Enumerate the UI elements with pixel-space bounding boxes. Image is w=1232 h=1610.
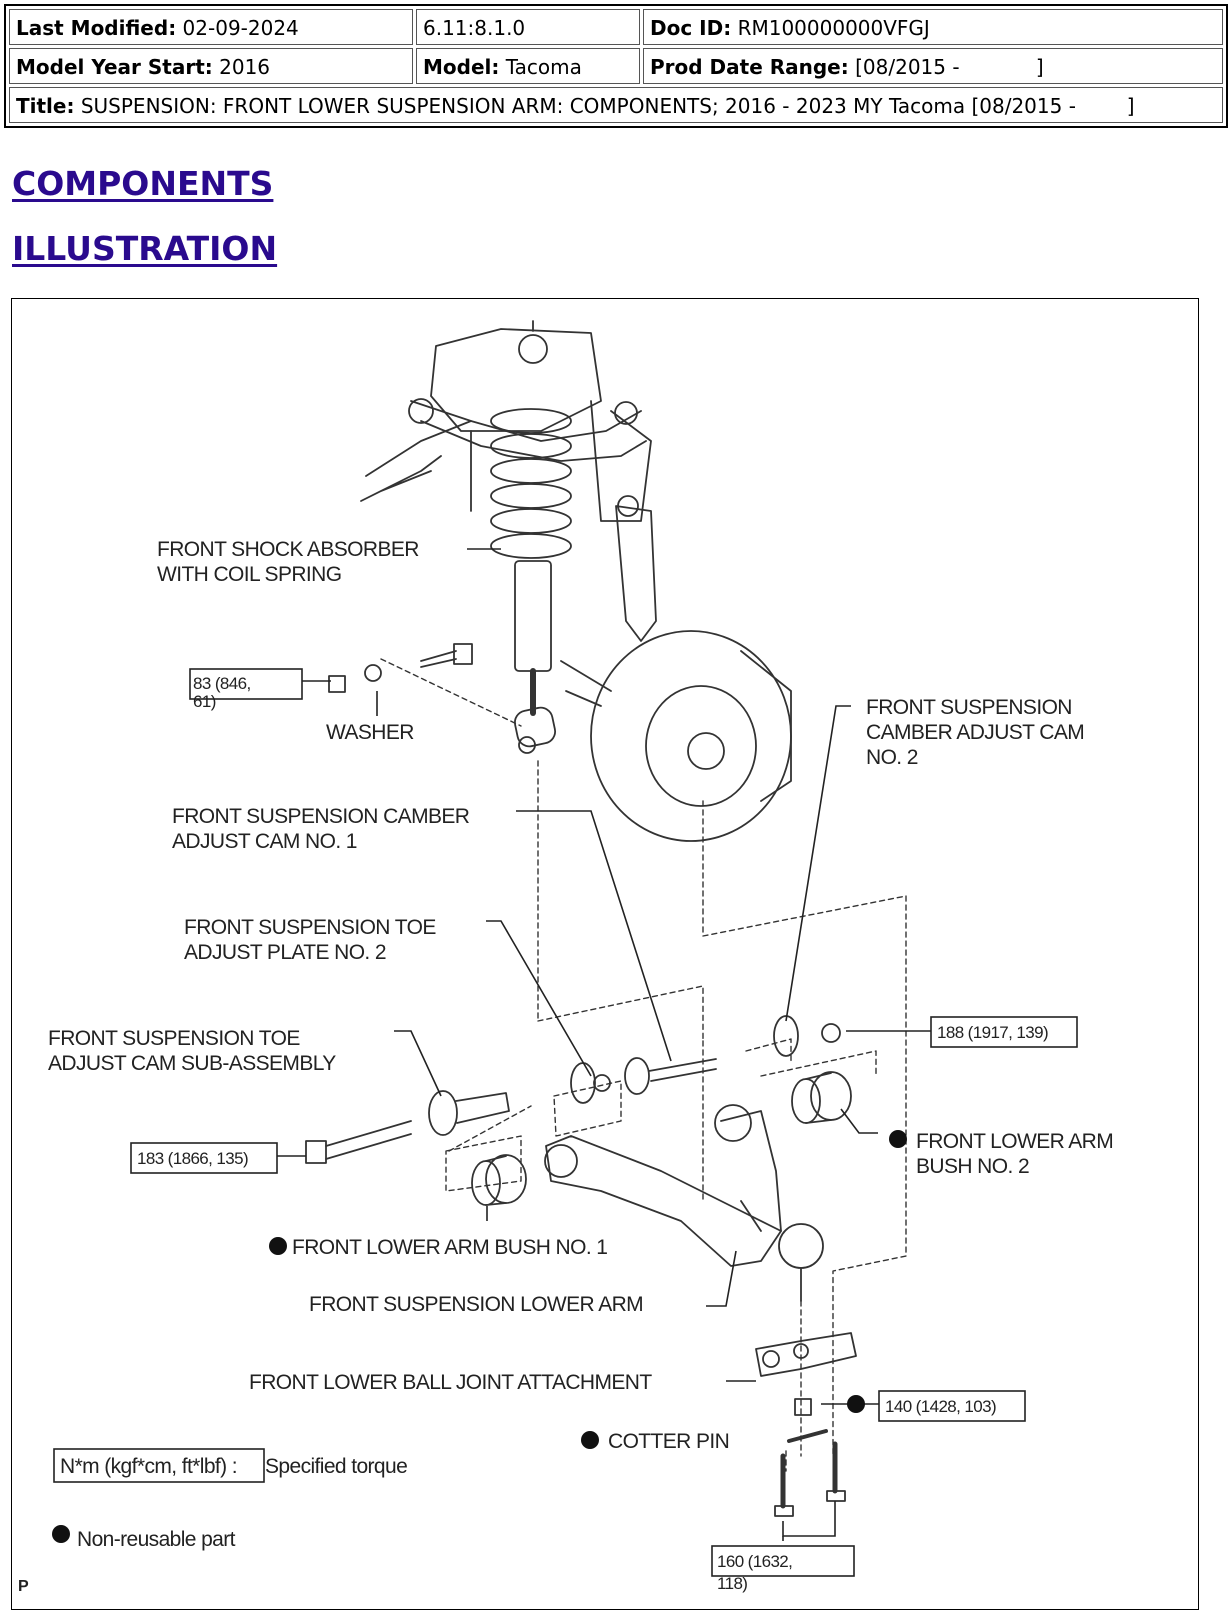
version-cell: 6.11:8.1.0 — [416, 9, 640, 45]
label-cotter-pin: COTTER PIN — [608, 1430, 729, 1453]
label-camber-cam2-line2: CAMBER ADJUST CAM — [866, 721, 1084, 744]
label-washer: WASHER — [326, 721, 414, 744]
label-toe-plate-line2: ADJUST PLATE NO. 2 — [184, 941, 386, 964]
label-bush2-line1: FRONT LOWER ARM — [916, 1130, 1113, 1153]
model-cell: Model: Tacoma — [416, 48, 640, 84]
bullet-bush1 — [269, 1237, 287, 1255]
legend-torque-text: Specified torque — [265, 1455, 407, 1478]
lower-arm — [544, 1104, 824, 1302]
torque-183: 183 (1866, 135) — [137, 1149, 248, 1168]
torque-83-line1: 83 (846, — [193, 674, 251, 693]
label-shock-line1: FRONT SHOCK ABSORBER — [157, 538, 419, 561]
label-toe-plate-line1: FRONT SUSPENSION TOE — [184, 916, 436, 939]
doc-id-label: Doc ID: — [650, 16, 732, 40]
label-bush2-line2: BUSH NO. 2 — [916, 1155, 1029, 1178]
illustration-frame: FRONT SHOCK ABSORBER WITH COIL SPRING WA… — [11, 298, 1199, 1610]
alignment-guides — [380, 658, 907, 1472]
legend-nonreusable-text: Non-reusable part — [77, 1528, 236, 1551]
model-value: Tacoma — [505, 55, 582, 79]
cam-no2 — [773, 1015, 841, 1057]
torque-83-line2: 61) — [193, 692, 216, 711]
torque-160-line2: 118) — [717, 1574, 747, 1593]
label-lower-arm: FRONT SUSPENSION LOWER ARM — [309, 1293, 643, 1316]
model-year-start-label: Model Year Start: — [16, 55, 213, 79]
model-year-start-value: 2016 — [219, 55, 271, 79]
legend: N*m (kgf*cm, ft*lbf) : Specified torque … — [18, 1448, 408, 1595]
bullet-cotter — [581, 1431, 599, 1449]
long-bolt — [305, 1120, 412, 1164]
prod-date-range-label: Prod Date Range: — [650, 55, 849, 79]
leader-lines — [276, 548, 931, 1541]
title-label: Title: — [16, 94, 75, 118]
label-shock-line2: WITH COIL SPRING — [157, 563, 341, 586]
legend-torque-units: N*m (kgf*cm, ft*lbf) : — [60, 1455, 237, 1478]
doc-id-cell: Doc ID: RM100000000VFGJ — [643, 9, 1223, 45]
label-toe-cam-line1: FRONT SUSPENSION TOE — [48, 1027, 300, 1050]
label-ball-joint: FRONT LOWER BALL JOINT ATTACHMENT — [249, 1371, 652, 1394]
version-value: 6.11:8.1.0 — [423, 16, 526, 40]
model-label: Model: — [423, 55, 500, 79]
label-camber-cam1-line2: ADJUST CAM NO. 1 — [172, 830, 357, 853]
bullet-nut140 — [847, 1395, 865, 1413]
bush-no2 — [791, 1071, 852, 1124]
bullet-bush2 — [889, 1130, 907, 1148]
prod-date-range-value: [08/2015 - ] — [855, 55, 1044, 79]
legend-torque-box — [53, 1448, 265, 1483]
label-camber-cam2-line1: FRONT SUSPENSION — [866, 696, 1072, 719]
callout-labels: FRONT SHOCK ABSORBER WITH COIL SPRING WA… — [48, 538, 1114, 1453]
doc-id-value: RM100000000VFGJ — [737, 16, 930, 40]
ball-joint-attachment — [755, 1332, 857, 1517]
last-modified-label: Last Modified: — [16, 16, 177, 40]
torque-188: 188 (1917, 139) — [937, 1023, 1048, 1042]
document-header-table: Last Modified: 02-09-2024 6.11:8.1.0 Doc… — [4, 4, 1228, 128]
label-toe-cam-line2: ADJUST CAM SUB-ASSEMBLY — [48, 1052, 336, 1075]
title-cell: Title: SUSPENSION: FRONT LOWER SUSPENSIO… — [9, 87, 1223, 123]
illustration-heading[interactable]: ILLUSTRATION — [12, 229, 278, 268]
last-modified-cell: Last Modified: 02-09-2024 — [9, 9, 413, 45]
label-bush1: FRONT LOWER ARM BUSH NO. 1 — [292, 1236, 607, 1259]
label-camber-cam2-line3: NO. 2 — [866, 746, 918, 769]
torque-160-line1: 160 (1632, — [717, 1552, 792, 1571]
model-year-start-cell: Model Year Start: 2016 — [9, 48, 413, 84]
camber-cam-no1-bolt — [624, 1057, 717, 1095]
toe-plate-no2 — [570, 1062, 611, 1104]
upper-bolt — [328, 643, 473, 693]
page-marker: P — [18, 1578, 29, 1595]
bullet-legend — [52, 1525, 70, 1543]
line-art — [305, 320, 907, 1517]
components-heading[interactable]: COMPONENTS — [12, 164, 274, 203]
last-modified-value: 02-09-2024 — [182, 16, 299, 40]
toe-cam-sub-assembly — [428, 1090, 510, 1136]
suspension-components-diagram: FRONT SHOCK ABSORBER WITH COIL SPRING WA… — [18, 320, 1114, 1595]
title-value: SUSPENSION: FRONT LOWER SUSPENSION ARM: … — [80, 94, 1135, 118]
label-camber-cam1-line1: FRONT SUSPENSION CAMBER — [172, 805, 470, 828]
torque-boxes: 83 (846, 61) 188 (1917, 139) 183 (1866, … — [130, 668, 1078, 1593]
coil-spring — [490, 408, 572, 559]
torque-140: 140 (1428, 103) — [885, 1397, 996, 1416]
non-reusable-markers — [52, 1130, 907, 1543]
prod-date-range-cell: Prod Date Range: [08/2015 - ] — [643, 48, 1223, 84]
bush-no1 — [471, 1154, 527, 1206]
